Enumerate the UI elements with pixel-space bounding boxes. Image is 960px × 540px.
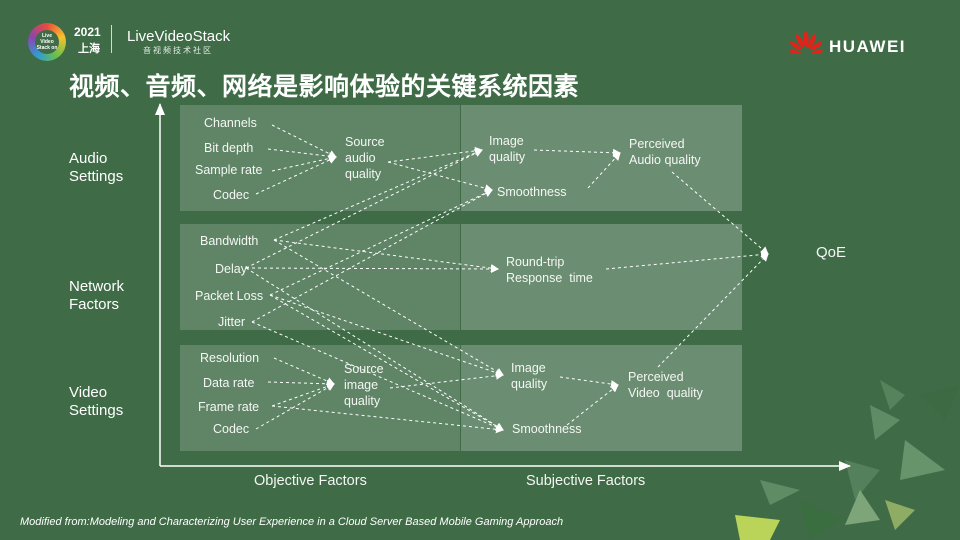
huawei-petal-icon <box>789 31 823 54</box>
huawei-logo <box>789 31 823 63</box>
arrow-src-audio-out-to-a-img <box>387 146 483 163</box>
footnote: Modified from:Modeling and Characterizin… <box>20 516 564 528</box>
node-audio-codec: Codec <box>213 188 250 202</box>
node-delay: Delay <box>215 262 247 276</box>
network-subjective-panel <box>461 224 742 330</box>
node-perceived-audio-quality: Perceived Audio quality <box>629 137 701 167</box>
event-city: 上海 <box>78 42 100 55</box>
arrow-data-rate-to-src-img-in <box>267 379 335 388</box>
arrow-v-codec-to-src-img-in <box>255 383 335 430</box>
event-logo-text: Live Video Stack on <box>35 30 59 54</box>
company-name: HUAWEI <box>829 37 906 56</box>
audio-subjective-panel <box>461 105 742 211</box>
arrow-delay-to-v-smooth <box>245 267 504 431</box>
arrow-perc-audio-out-to-qoe <box>671 171 769 255</box>
arrow-packet-loss-to-v-img <box>269 294 504 377</box>
arrow-v-img-out-to-perc-video <box>559 376 619 389</box>
node-jitter: Jitter <box>218 315 246 329</box>
arrow-src-img-out-to-v-img <box>389 371 504 389</box>
node-resolution: Resolution <box>200 351 260 365</box>
audio-settings-label: Audio Settings <box>69 150 124 185</box>
arrow-jitter-to-a-smooth <box>251 189 493 323</box>
arrow-bandwidth-to-v-img <box>273 239 504 376</box>
arrow-channels-to-src-audio-in <box>271 124 337 158</box>
video-objective-panel <box>180 345 460 451</box>
event-year: 2021 <box>74 25 101 39</box>
arrow-delay-to-a-img <box>245 149 483 269</box>
node-source-audio-quality: Source audio quality <box>345 135 385 181</box>
brand-name: LiveVideoStack <box>127 28 231 45</box>
brand-subtitle: 音视频技术社区 <box>143 46 213 55</box>
node-sample-rate: Sample rate <box>195 163 263 177</box>
network-objective-panel <box>180 224 460 330</box>
node-audio-smoothness: Smoothness <box>497 185 567 199</box>
arrow-frame-rate-to-src-img-in <box>271 382 335 407</box>
node-video-codec: Codec <box>213 422 250 436</box>
arrow-bandwidth-to-rtt <box>273 239 499 273</box>
node-video-smoothness: Smoothness <box>512 422 582 436</box>
network-factors-label: Network Factors <box>69 278 125 313</box>
node-bit-depth: Bit depth <box>204 141 254 155</box>
arrow-a-codec-to-src-audio-in <box>255 156 337 195</box>
node-frame-rate: Frame rate <box>198 400 260 414</box>
arrow-a-smooth-out-to-perc-audio <box>587 152 621 189</box>
node-source-image-quality: Source image quality <box>344 362 384 408</box>
subjective-factors-label: Subjective Factors <box>526 473 646 489</box>
node-video-image-quality: Image quality <box>511 361 548 391</box>
arrow-rtt-out-to-qoe <box>605 250 769 270</box>
arrow-bandwidth-to-a-img <box>273 149 483 241</box>
arrow-a-img-out-to-perc-audio <box>533 148 621 157</box>
arrow-delay-to-rtt <box>245 264 499 273</box>
event-logo: Live Video Stack on <box>28 23 66 61</box>
node-bandwidth: Bandwidth <box>200 234 259 248</box>
node-qoe: QoE <box>816 244 847 261</box>
node-channels: Channels <box>204 116 257 130</box>
arrow-frame-rate-to-v-smooth <box>271 405 504 434</box>
arrow-resolution-to-src-img-in <box>273 357 335 385</box>
node-audio-image-quality: Image quality <box>489 134 526 164</box>
arrow-sample-rate-to-src-audio-in <box>271 154 337 172</box>
node-round-trip-response-time: Round-trip Response time <box>506 255 593 285</box>
objective-factors-label: Objective Factors <box>254 473 367 489</box>
arrow-src-audio-out-to-a-smooth <box>387 161 493 193</box>
arrow-v-smooth-out-to-perc-video <box>566 384 619 426</box>
node-perceived-video-quality: Perceived Video quality <box>628 370 703 400</box>
node-packet-loss: Packet Loss <box>195 289 264 303</box>
video-settings-label: Video Settings <box>69 384 124 419</box>
arrow-packet-loss-to-a-smooth <box>269 189 493 296</box>
header-divider <box>111 25 112 53</box>
arrow-bit-depth-to-src-audio-in <box>267 148 337 161</box>
node-data-rate: Data rate <box>203 376 255 390</box>
audio-objective-panel <box>180 105 460 211</box>
arrow-packet-loss-to-v-smooth <box>269 294 504 431</box>
arrow-perc-video-out-to-qoe <box>657 253 769 368</box>
page-title: 视频、音频、网络是影响体验的关键系统因素 <box>69 72 580 101</box>
